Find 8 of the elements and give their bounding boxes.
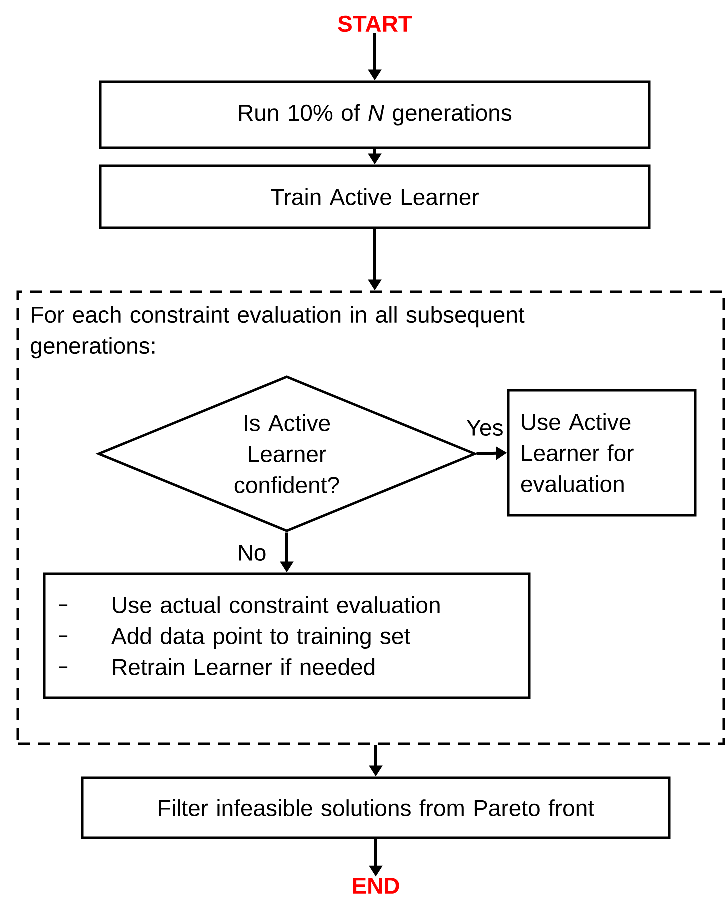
process-box: Train Active Learner <box>99 164 651 230</box>
edge-label: No <box>236 544 268 562</box>
process-box: Run 10% of N generations <box>99 80 651 150</box>
process-box: Use Active Learner for evaluation <box>507 389 697 517</box>
process-box: Filter infeasible solutions from Pareto front <box>81 776 671 840</box>
terminal-label: END <box>353 878 400 894</box>
terminal-label: START <box>338 16 412 32</box>
process-box: Use actual constraint evaluation Add data point to training set Retrain Learner if needed <box>43 572 531 700</box>
